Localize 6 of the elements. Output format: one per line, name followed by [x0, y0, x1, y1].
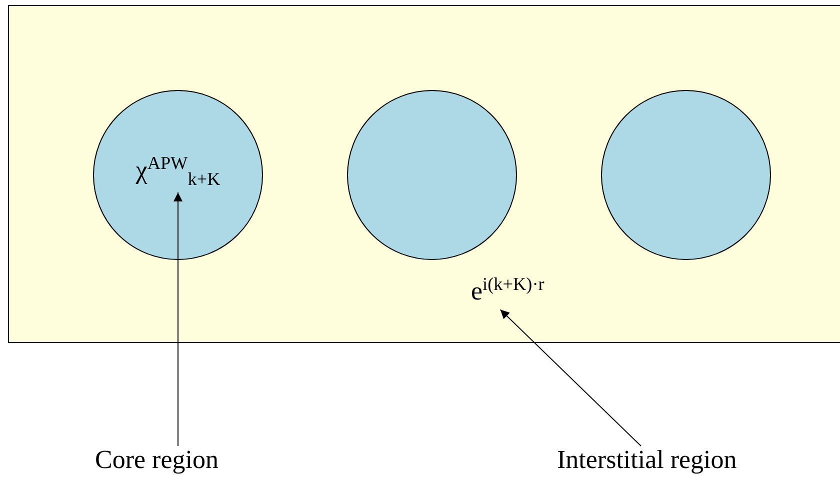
arrow — [174, 192, 182, 446]
region-label: Interstitial region — [557, 445, 737, 475]
region-label: Core region — [95, 445, 218, 475]
formula-label: e$^{i(k+K)·r}$ — [471, 274, 544, 307]
interstitial-region-box — [8, 5, 840, 343]
arrow — [500, 309, 642, 446]
